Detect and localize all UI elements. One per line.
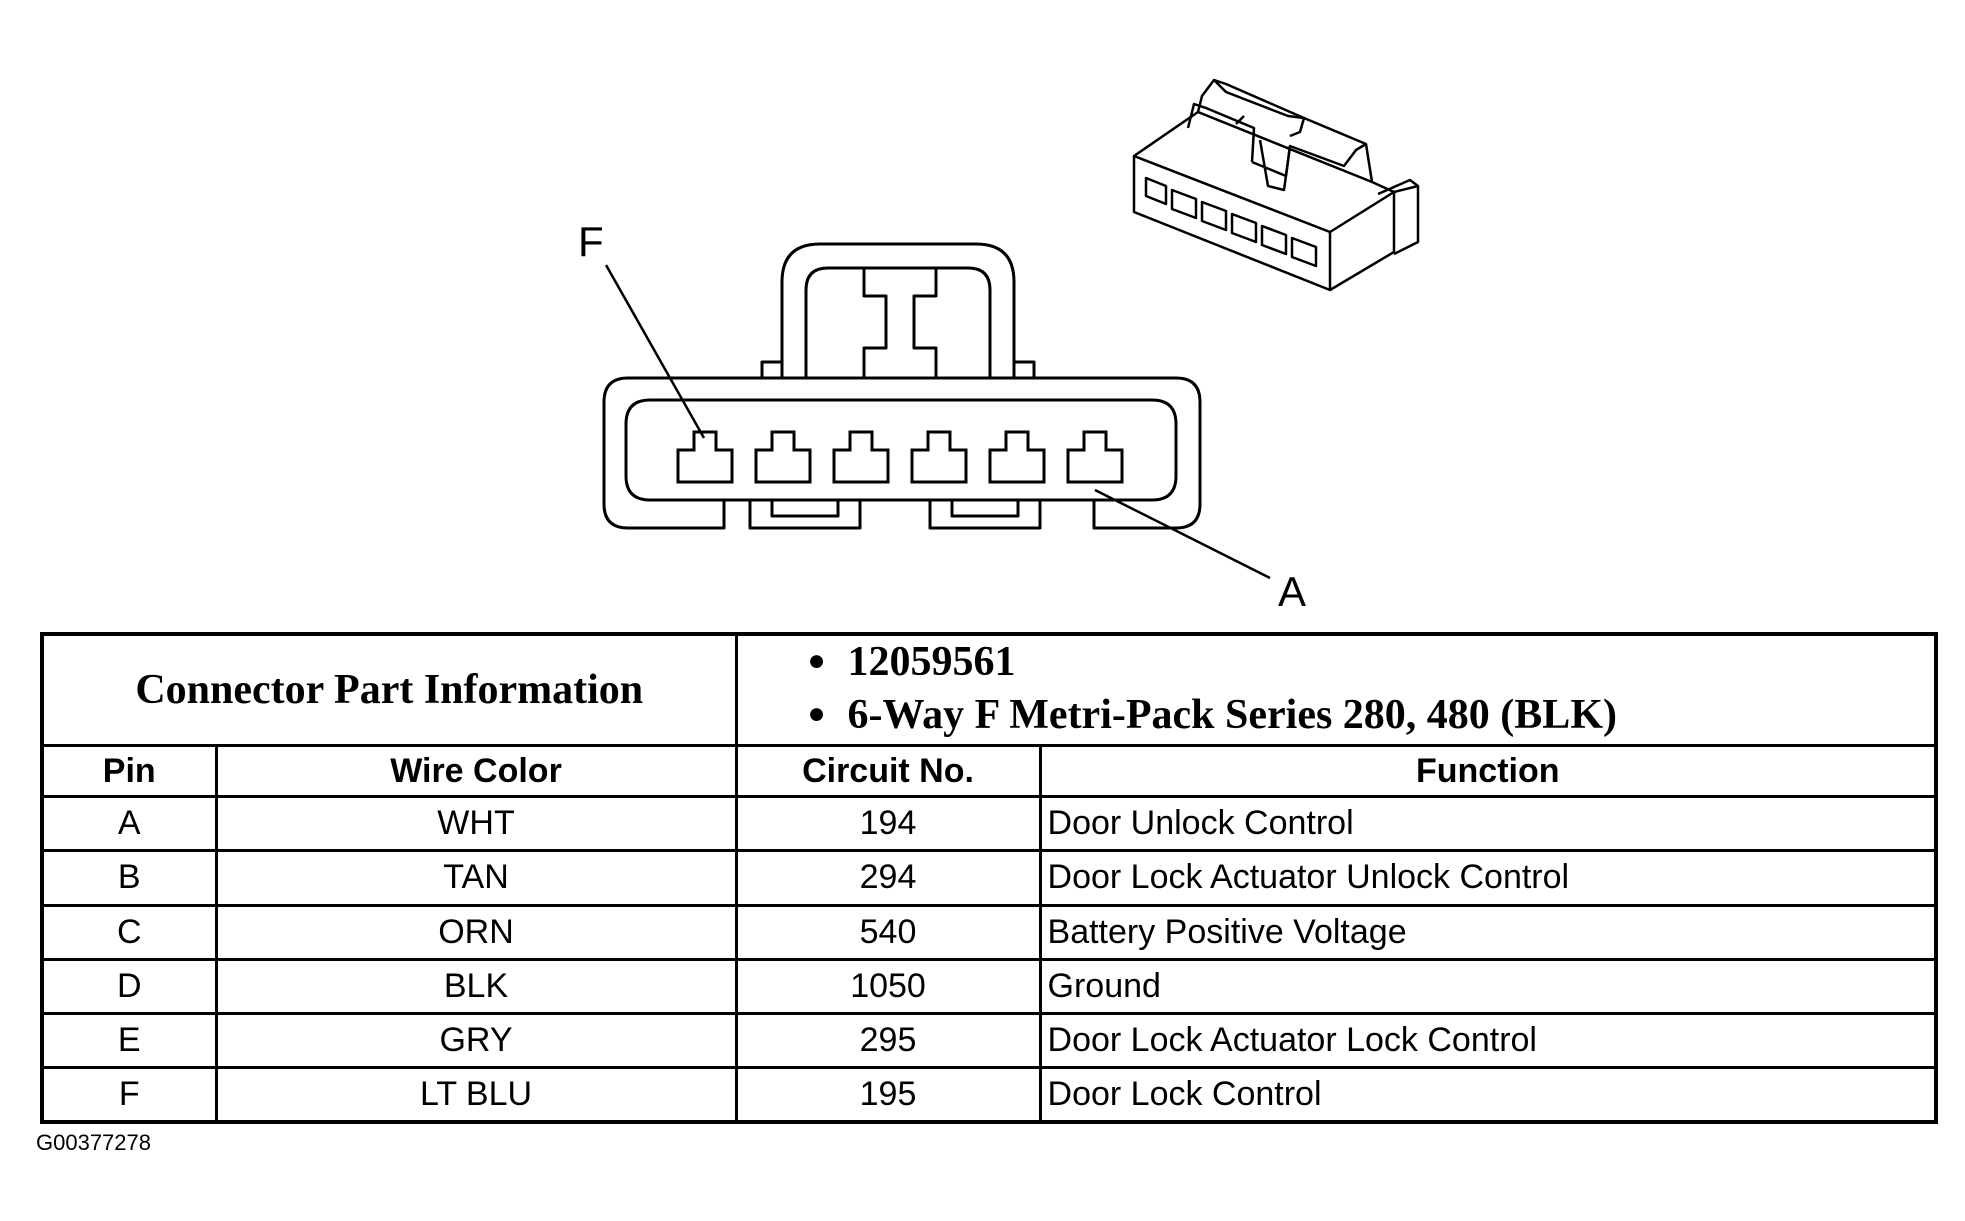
connector-pinout-table: Connector Part Information ● 12059561 ● 6-… bbox=[40, 632, 1939, 1124]
cavity-a bbox=[1066, 430, 1124, 484]
connector-description: 6-Way F Metri-Pack Series 280, 480 (BLK) bbox=[847, 692, 1617, 739]
cell-circuit: 295 bbox=[734, 1011, 1042, 1069]
cell-wire-color: WHT bbox=[214, 795, 738, 853]
cell-pin: C bbox=[40, 903, 218, 961]
leader-line-f bbox=[604, 264, 706, 439]
table-row: E GRY 295 Door Lock Actuator Lock Contro… bbox=[40, 1011, 1938, 1069]
iso-cavities bbox=[1144, 176, 1318, 268]
cell-function: Door Lock Actuator Lock Control bbox=[1038, 1011, 1938, 1069]
table-row: A WHT 194 Door Unlock Control bbox=[40, 795, 1938, 853]
cavity-e bbox=[754, 430, 812, 484]
cell-wire-color: BLK bbox=[214, 957, 738, 1015]
cell-pin: E bbox=[40, 1011, 218, 1069]
connector-isometric-view bbox=[1132, 78, 1420, 292]
bullet-icon: ● bbox=[807, 644, 826, 678]
cell-circuit: 195 bbox=[734, 1065, 1042, 1124]
pin-label-f: F bbox=[578, 218, 604, 265]
header-function: Function bbox=[1038, 744, 1938, 799]
cavity-c bbox=[910, 430, 968, 484]
table-row: C ORN 540 Battery Positive Voltage bbox=[40, 903, 1938, 961]
figure-code: G00377278 bbox=[36, 1130, 151, 1155]
connector-housing bbox=[602, 376, 1202, 530]
cell-wire-color: ORN bbox=[214, 903, 738, 961]
cell-circuit: 1050 bbox=[734, 957, 1042, 1015]
cell-function: Ground bbox=[1038, 957, 1938, 1015]
connector-info-values: ● 12059561 ● 6-Way F Metri-Pack Series 280… bbox=[734, 632, 1938, 748]
connector-info-label: Connector Part Information bbox=[40, 632, 738, 748]
connector-info-row: Connector Part Information ● 12059561 ● 6-… bbox=[40, 632, 1938, 748]
cell-pin: A bbox=[40, 795, 218, 853]
terminal-cavities bbox=[676, 430, 1124, 484]
leader-line-a bbox=[1094, 488, 1271, 580]
table-header-row: Pin Wire Color Circuit No. Function bbox=[40, 744, 1938, 799]
cell-wire-color: GRY bbox=[214, 1011, 738, 1069]
header-pin: Pin bbox=[40, 744, 218, 799]
header-circuit: Circuit No. bbox=[734, 744, 1042, 799]
header-wire-color: Wire Color bbox=[214, 744, 738, 799]
bullet-icon: ● bbox=[807, 697, 826, 731]
cell-circuit: 194 bbox=[734, 795, 1042, 853]
part-number: 12059561 bbox=[847, 638, 1016, 685]
table-row: F LT BLU 195 Door Lock Control bbox=[40, 1065, 1938, 1124]
table-row: B TAN 294 Door Lock Actuator Unlock Cont… bbox=[40, 849, 1938, 907]
cavity-d bbox=[832, 430, 890, 484]
cell-function: Door Unlock Control bbox=[1038, 795, 1938, 853]
connector-lock-tab bbox=[760, 242, 1036, 378]
cell-function: Battery Positive Voltage bbox=[1038, 903, 1938, 961]
cell-circuit: 294 bbox=[734, 849, 1042, 907]
cell-function: Door Lock Control bbox=[1038, 1065, 1938, 1124]
cell-function: Door Lock Actuator Unlock Control bbox=[1038, 849, 1938, 907]
table-row: D BLK 1050 Ground bbox=[40, 957, 1938, 1015]
cell-pin: F bbox=[40, 1065, 218, 1124]
pin-label-a: A bbox=[1278, 568, 1306, 615]
cell-pin: D bbox=[40, 957, 218, 1015]
connector-diagram: F A bbox=[578, 78, 1420, 615]
cell-wire-color: TAN bbox=[214, 849, 738, 907]
cell-circuit: 540 bbox=[734, 903, 1042, 961]
cavity-b bbox=[988, 430, 1046, 484]
cell-wire-color: LT BLU bbox=[214, 1065, 738, 1124]
cell-pin: B bbox=[40, 849, 218, 907]
cavity-f bbox=[676, 430, 734, 484]
